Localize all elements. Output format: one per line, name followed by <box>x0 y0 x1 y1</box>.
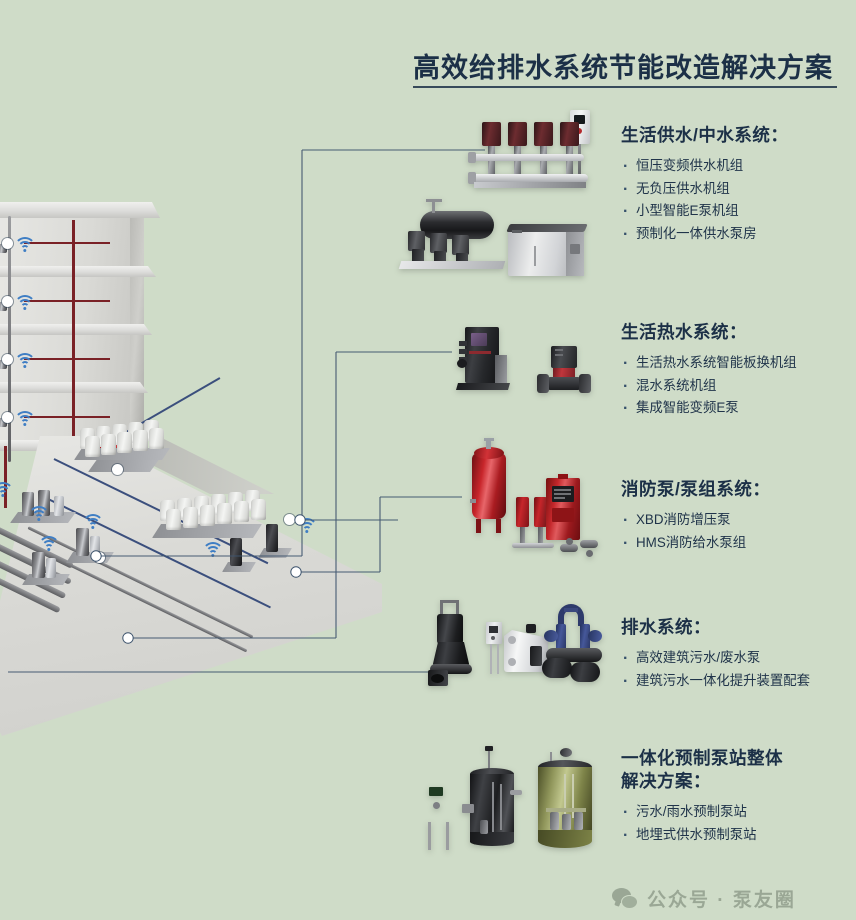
section-fire-pump: 消防泵/泵组系统： XBD消防增压泵 HMS消防给水泵组 <box>621 478 771 557</box>
section-hot-water: 生活热水系统： 生活热水系统智能板换机组 混水系统机组 集成智能变频E泵 <box>621 321 797 422</box>
product-dual-pump-lifting-unit <box>540 604 608 686</box>
section-item-list: 高效建筑污水/废水泵 建筑污水一体化提升装置配套 <box>621 646 810 695</box>
product-fire-control-cabinet <box>546 474 582 550</box>
product-prefab-pump-house <box>504 222 588 280</box>
wifi-icon <box>14 237 36 253</box>
list-item: XBD消防增压泵 <box>621 508 770 534</box>
list-item: HMS消防给水泵组 <box>621 531 770 557</box>
connector-node <box>2 412 13 423</box>
product-inline-e-pump <box>537 346 595 398</box>
product-underground-prefab-station-cutaway <box>534 748 596 852</box>
page-title: 高效给排水系统节能改造解决方案 <box>413 53 833 83</box>
product-fire-pressure-tank <box>470 438 510 535</box>
section-heading-line-1: 一体化预制泵站整体 <box>621 748 783 768</box>
wifi-icon <box>82 514 104 530</box>
product-vertical-fire-pumps <box>512 497 554 555</box>
section-drainage: 排水系统： 高效建筑污水/废水泵 建筑污水一体化提升装置配套 <box>621 616 810 695</box>
connector-node <box>94 552 105 563</box>
wifi-icon <box>202 542 224 558</box>
connector-node <box>2 238 13 249</box>
section-heading: 排水系统： <box>621 617 711 637</box>
wifi-icon <box>296 518 318 534</box>
list-item: 无负压供水机组 <box>621 177 788 203</box>
section-heading: 消防泵/泵组系统： <box>621 479 771 499</box>
connector-node <box>2 354 13 365</box>
list-item: 混水系统机组 <box>621 374 797 400</box>
section-prefab-station: 一体化预制泵站整体 解决方案： 污水/雨水预制泵站 地埋式供水预制泵站 <box>621 747 783 849</box>
section-domestic-water: 生活供水/中水系统： 恒压变频供水机组 无负压供水机组 小型智能E泵机组 预制化… <box>621 124 789 248</box>
list-item: 污水/雨水预制泵站 <box>621 800 783 826</box>
section-item-list: 恒压变频供水机组 无负压供水机组 小型智能E泵机组 预制化一体供水泵房 <box>621 154 788 248</box>
product-prefab-sewage-station <box>462 746 522 852</box>
list-item: 预制化一体供水泵房 <box>621 222 788 248</box>
section-item-list: XBD消防增压泵 HMS消防给水泵组 <box>621 508 770 557</box>
wifi-icon <box>14 411 36 427</box>
connector-node <box>284 514 295 525</box>
wifi-icon <box>14 295 36 311</box>
list-item: 恒压变频供水机组 <box>621 154 788 180</box>
wifi-icon <box>28 506 50 522</box>
title-underline <box>413 86 837 88</box>
section-heading: 一体化预制泵站整体 解决方案： <box>621 747 783 793</box>
section-item-list: 生活热水系统智能板换机组 混水系统机组 集成智能变频E泵 <box>621 351 797 422</box>
product-heat-exchange-unit <box>455 325 513 397</box>
product-sewage-lifting-station <box>486 616 554 682</box>
list-item: 生活热水系统智能板换机组 <box>621 351 797 377</box>
building-system-3d-illustration <box>0 196 404 736</box>
product-horizontal-tank-pump-set <box>398 199 510 273</box>
wifi-icon <box>14 353 36 369</box>
product-fire-valve-accessories <box>560 536 600 562</box>
product-submersible-sewage-pump <box>428 600 480 690</box>
connector-node <box>112 464 123 475</box>
footer-watermark: 公众号 · 泵友圈 <box>612 885 796 912</box>
section-heading: 生活供水/中水系统： <box>621 125 789 145</box>
list-item: 地埋式供水预制泵站 <box>621 823 783 849</box>
footer-text: 公众号 · 泵友圈 <box>647 890 796 911</box>
list-item: 建筑污水一体化提升装置配套 <box>621 669 810 695</box>
list-item: 高效建筑污水/废水泵 <box>621 646 810 672</box>
product-station-control-cabinet <box>424 780 458 852</box>
list-item: 小型智能E泵机组 <box>621 199 788 225</box>
wifi-icon <box>38 536 60 552</box>
section-heading-line-2: 解决方案： <box>621 771 711 792</box>
product-booster-pump-set <box>466 110 596 195</box>
list-item: 集成智能变频E泵 <box>621 396 797 422</box>
section-heading: 生活热水系统： <box>621 322 747 342</box>
wifi-icon <box>0 482 14 498</box>
wechat-icon <box>612 888 638 909</box>
connector-node <box>2 296 13 307</box>
section-item-list: 污水/雨水预制泵站 地埋式供水预制泵站 <box>621 800 783 849</box>
